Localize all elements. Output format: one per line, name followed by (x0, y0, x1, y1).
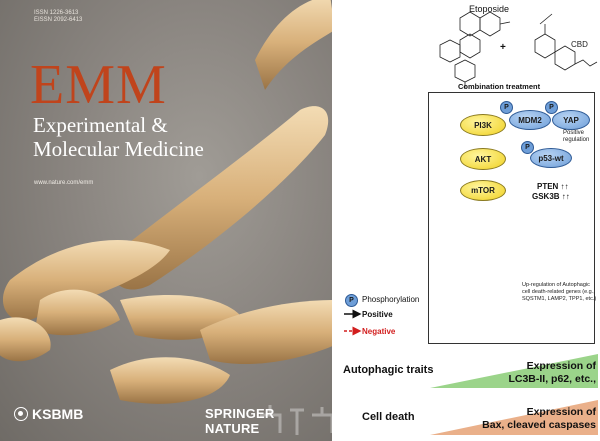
journal-title-line1: Experimental & (33, 113, 168, 137)
legend-positive: Positive (362, 310, 393, 319)
drug2-label: CBD (571, 40, 588, 49)
combination-label: Combination treatment (458, 82, 541, 91)
mdm2-node: MDM2 (509, 110, 551, 130)
yap-phospho-marker: P (545, 101, 558, 114)
p53-node: p53-wt (530, 148, 572, 168)
ksbmb-emblem-icon (14, 407, 28, 421)
watermark-icon (260, 405, 332, 435)
society-name: KSBMB (32, 406, 84, 422)
mtor-node: mTOR (460, 180, 506, 201)
autophagic-expression: Expression of LC3B-II, p62, etc., (508, 360, 596, 385)
gsk3b-label: GSK3B ↑↑ (532, 192, 570, 201)
legend-phospho-marker: P (345, 294, 358, 307)
drug1-label: Etoposide (469, 4, 510, 14)
cell-death-expression: Expression of Bax, cleaved caspases (482, 406, 596, 431)
journal-cover: ISSN 1226-3613 EISSN 2092-6413 EMM Exper… (0, 0, 332, 441)
publisher-name: SPRINGER NATURE (205, 406, 275, 436)
pi3k-node: PI3K (460, 114, 506, 136)
journal-url: www.nature.com/emm (34, 180, 94, 186)
journal-title-line2: Molecular Medicine (33, 137, 204, 161)
pten-label: PTEN ↑↑ (537, 182, 569, 191)
autophagic-traits-label: Autophagic traits (343, 364, 434, 376)
cell-death-label: Cell death (362, 411, 415, 423)
chromosome-micrograph (0, 0, 332, 404)
issn-line: ISSN 1226-3613 (34, 10, 79, 16)
positive-regulation-label: Positive regulation (563, 130, 590, 143)
issn-block: ISSN 1226-3613 EISSN 2092-6413 (34, 10, 82, 24)
mechanism-panel (428, 92, 595, 344)
yap-node: YAP (552, 110, 590, 130)
akt-node: AKT (460, 148, 506, 170)
p53-phospho-marker: P (521, 141, 534, 154)
mdm2-phospho-marker: P (500, 101, 513, 114)
plus-sign: + (500, 42, 506, 53)
legend-negative: Negative (362, 327, 396, 336)
society-logo: KSBMB (14, 406, 83, 422)
legend-phosphorylation: Phosphorylation (362, 295, 420, 304)
upregulation-text: Up-regulation of Autophagic cell death-r… (522, 282, 597, 302)
eissn-line: EISSN 2092-6413 (34, 17, 83, 23)
journal-logo: EMM (30, 54, 167, 116)
journal-title: Experimental & Molecular Medicine (33, 113, 204, 161)
